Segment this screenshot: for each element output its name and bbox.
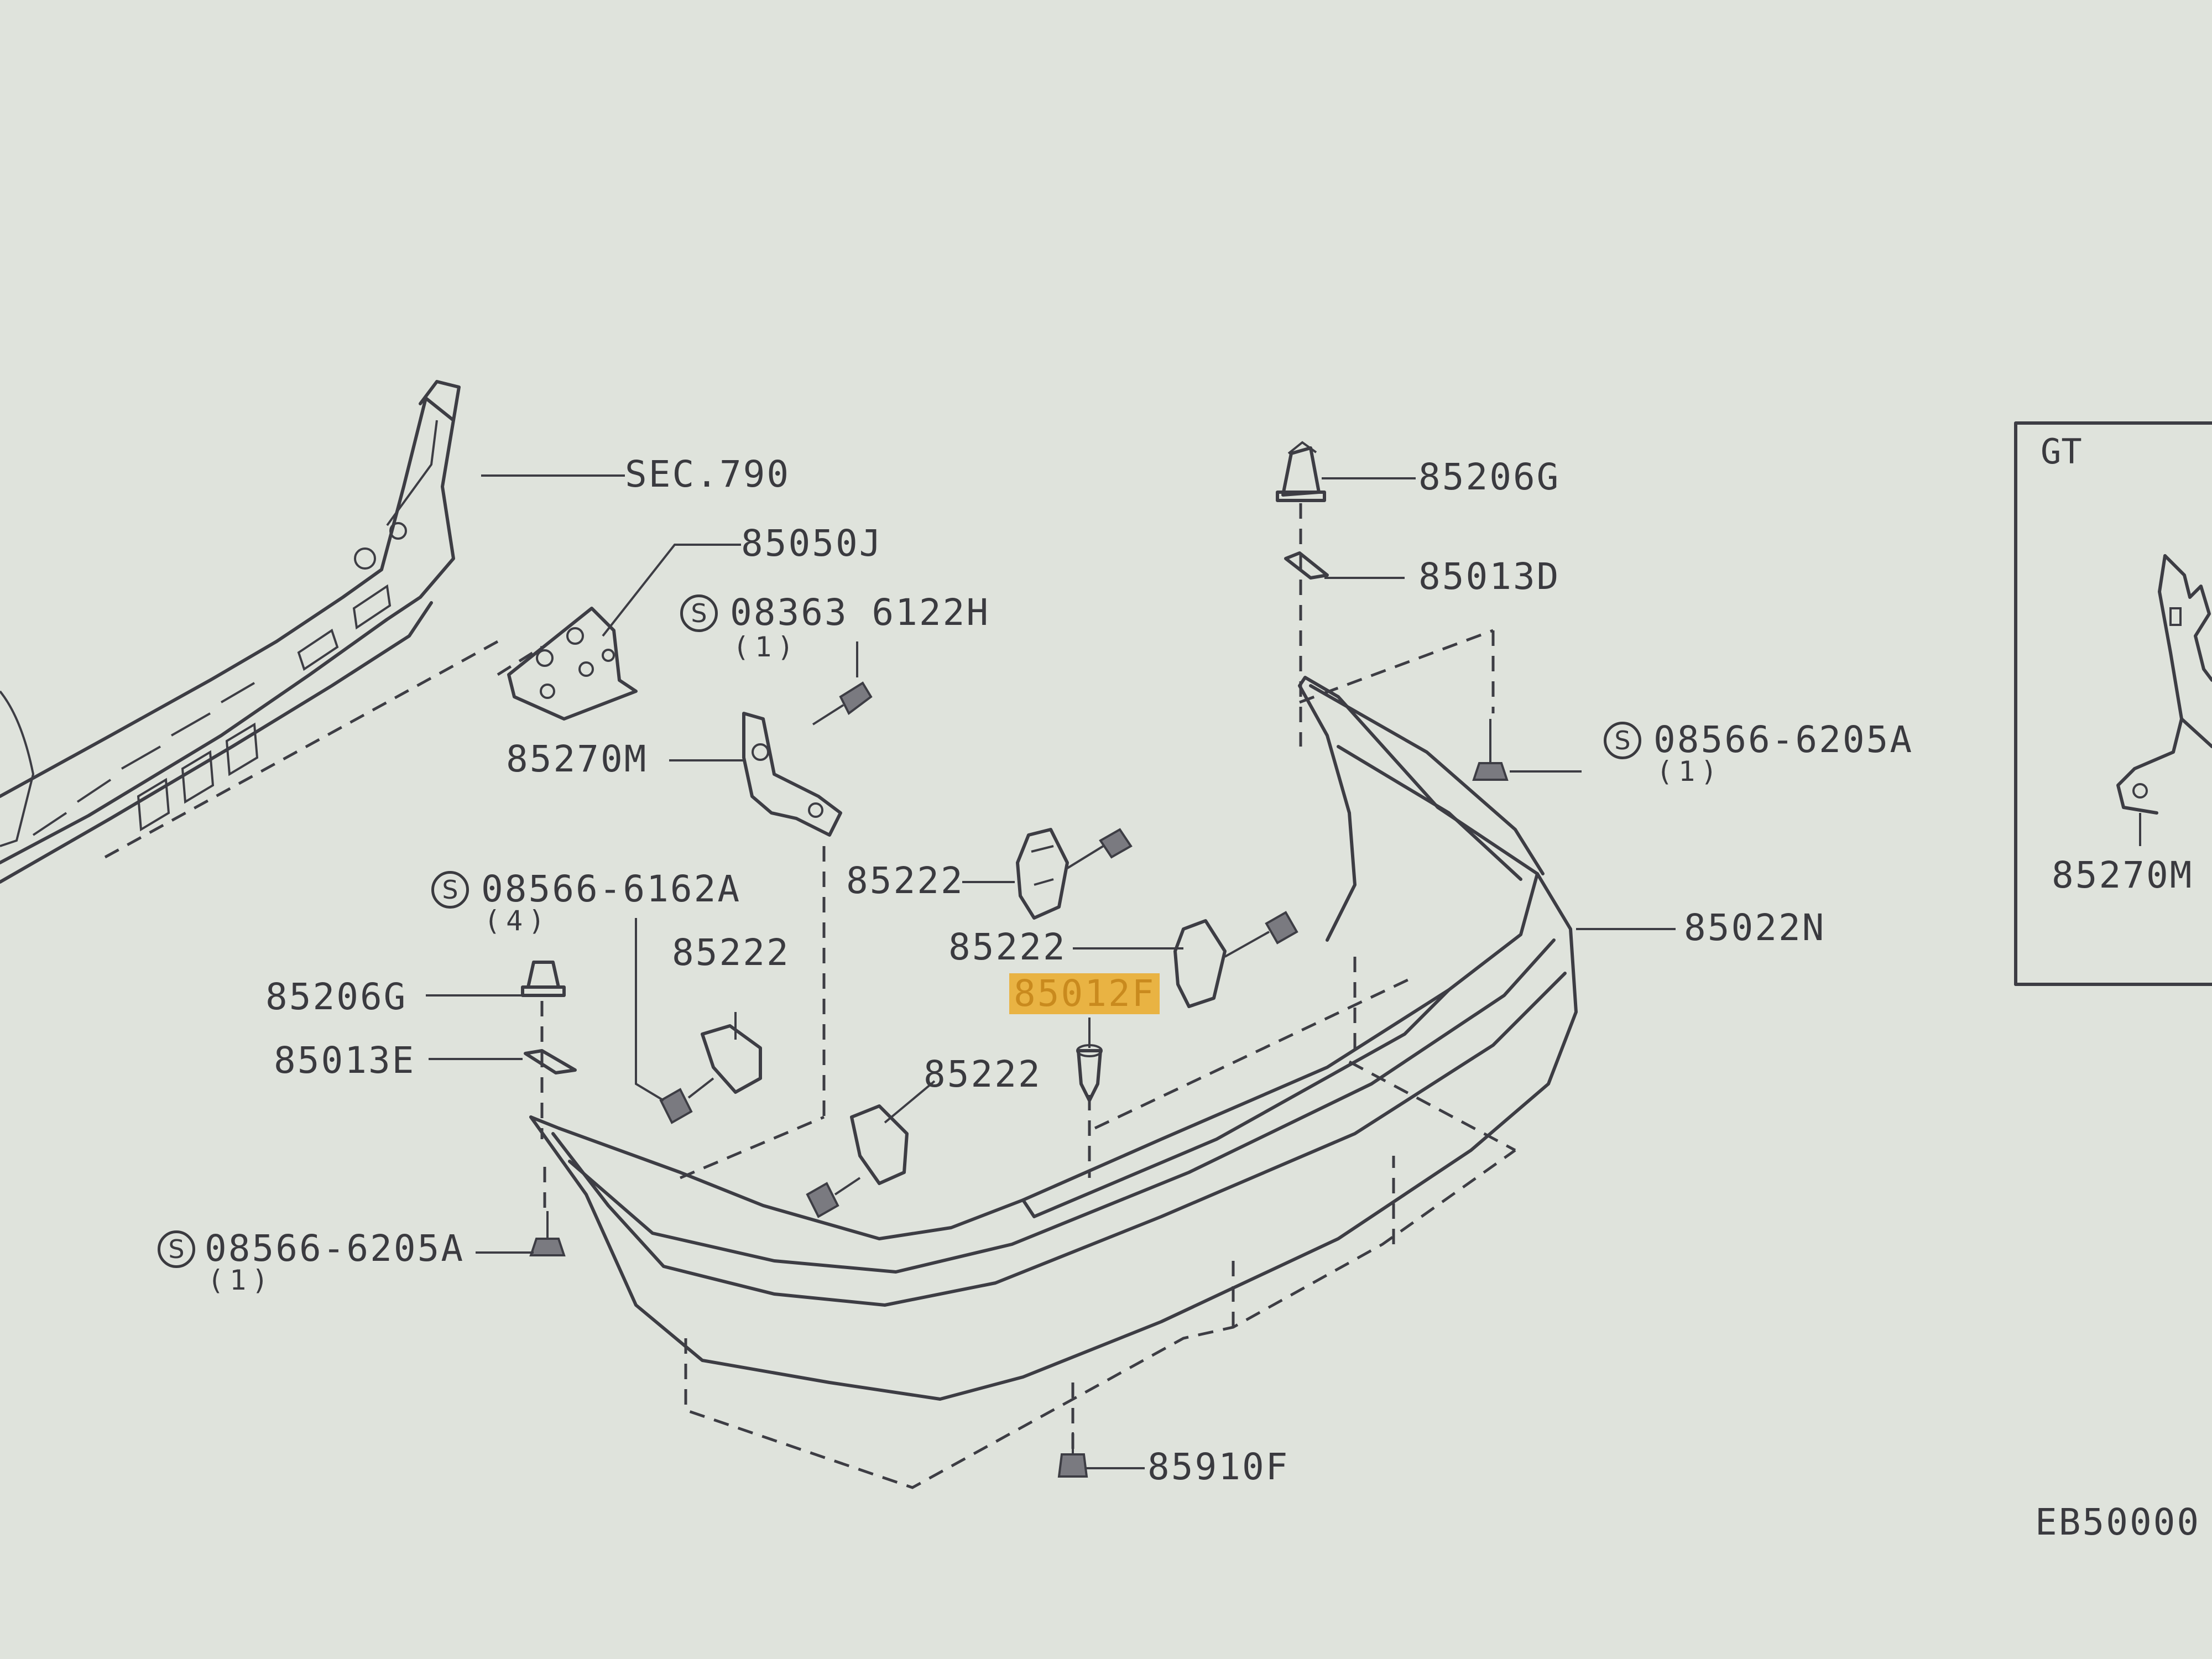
label-85022n: 85022N bbox=[1684, 906, 1826, 949]
label-85222-a: 85222 bbox=[846, 859, 964, 902]
standard-part-mark: S bbox=[158, 1230, 195, 1268]
label-85013e: 85013E bbox=[274, 1039, 416, 1082]
qty-6205a-right: (1) bbox=[1656, 755, 1723, 787]
clip-top-drawing bbox=[1276, 441, 1329, 747]
inset-title-gt: GT bbox=[2041, 431, 2082, 472]
qty-6162a: (4) bbox=[484, 905, 551, 937]
label-85222-d: 85222 bbox=[924, 1053, 1042, 1095]
label-85270m: 85270M bbox=[506, 738, 648, 780]
label-85206g-left: 85206G bbox=[265, 975, 408, 1018]
label-screw-6205a-right: 08566-6205A bbox=[1653, 718, 1914, 761]
leader-lines bbox=[426, 474, 1676, 1469]
label-sec790: SEC.790 bbox=[625, 453, 791, 495]
clip-85012f-drawing bbox=[1076, 1044, 1103, 1102]
label-85050j: 85050J bbox=[741, 522, 883, 565]
label-screw-6162a: 08566-6162A bbox=[481, 868, 742, 910]
qty-6205a-left: (1) bbox=[207, 1264, 274, 1296]
bracket-85270m-drawing bbox=[742, 712, 842, 1117]
diagram-code: EB50000 bbox=[2035, 1501, 2201, 1543]
standard-part-mark: S bbox=[1604, 722, 1641, 759]
gt-inset-drawing bbox=[2014, 421, 2212, 986]
bolt-08363-drawing bbox=[812, 641, 873, 726]
bumper-85022n-drawing bbox=[529, 629, 1578, 1489]
label-bolt-08363: 08363 6122H bbox=[730, 591, 990, 634]
label-85222-c: 85222 bbox=[672, 931, 790, 974]
standard-part-mark: S bbox=[431, 871, 469, 909]
label-85222-b: 85222 bbox=[948, 926, 1067, 968]
retainers-85222-drawing bbox=[659, 828, 1298, 1218]
label-85910f: 85910F bbox=[1147, 1446, 1290, 1488]
bracket-85050j-drawing bbox=[497, 607, 638, 721]
standard-part-mark: S bbox=[680, 594, 718, 632]
label-85206g-top: 85206G bbox=[1418, 456, 1561, 498]
label-85012f-highlighted: 85012F bbox=[1009, 973, 1160, 1014]
label-screw-6205a-left: 08566-6205A bbox=[205, 1227, 465, 1270]
rear-panel-drawing bbox=[0, 380, 499, 884]
inset-label-85270m: 85270M bbox=[2052, 854, 2194, 896]
screws-drawing bbox=[529, 719, 1509, 1478]
qty-08363: (1) bbox=[733, 631, 800, 663]
clip-left-drawing bbox=[521, 961, 577, 1139]
label-85013d: 85013D bbox=[1418, 555, 1561, 598]
